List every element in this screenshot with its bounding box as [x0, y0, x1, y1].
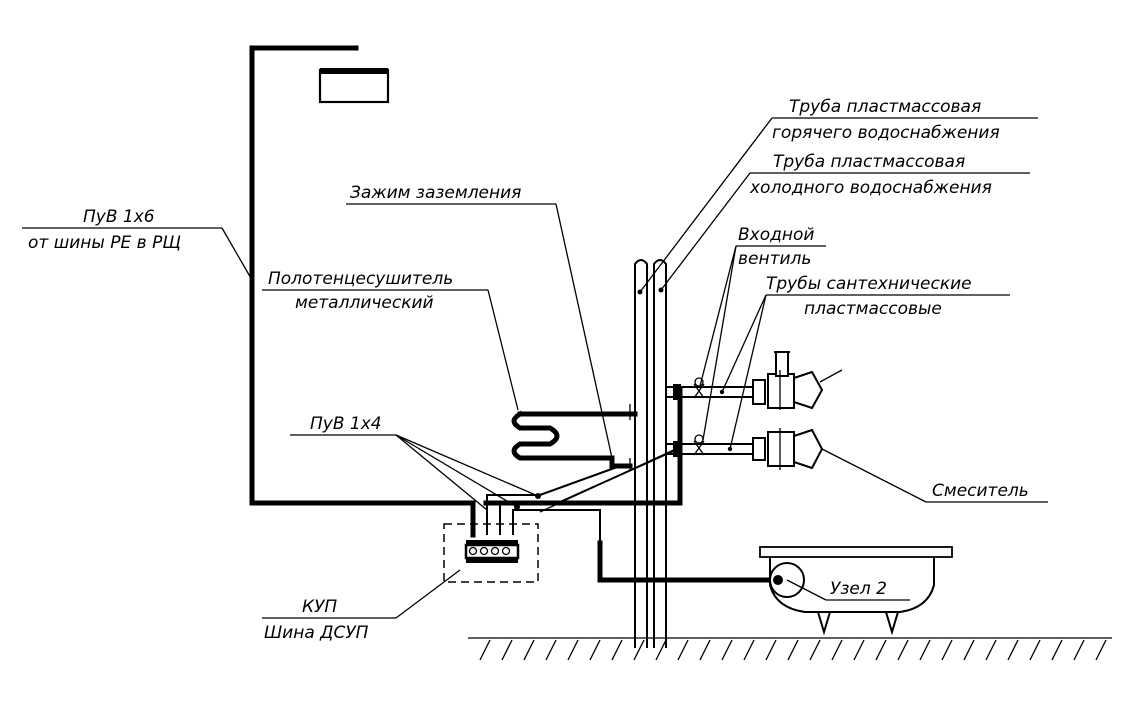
floor-hatch-line — [875, 639, 887, 661]
label-cold-pipe-2: холодного водоснабжения — [749, 178, 992, 198]
mixer-upper — [752, 351, 843, 410]
label-cold-pipe-1: Труба пластмассовая — [773, 152, 965, 172]
label-hot-pipe-1: Труба пластмассовая — [789, 97, 981, 117]
mixer-lower — [752, 428, 824, 470]
floor-hatch-line — [1095, 639, 1107, 661]
floor-hatch-line — [677, 639, 689, 661]
label-mixer: Смеситель — [932, 481, 1029, 501]
floor-hatch-line — [787, 639, 799, 661]
towel-rail — [511, 404, 638, 470]
leader-lines — [22, 117, 1048, 619]
label-hot-pipe-2: горячего водоснабжения — [772, 123, 1000, 143]
floor-hatch-line — [919, 639, 931, 661]
floor-hatch-line — [1029, 639, 1041, 661]
floor-hatch-line — [941, 639, 953, 661]
floor — [468, 637, 1112, 661]
floor-hatch-line — [699, 639, 711, 661]
label-pvb14: ПуВ 1х4 — [310, 414, 382, 434]
floor-hatch-line — [1051, 639, 1063, 661]
kup-box — [443, 523, 539, 583]
floor-hatch-line — [1007, 639, 1019, 661]
floor-hatch-line — [655, 639, 667, 661]
floor-hatch-line — [523, 639, 535, 661]
floor-hatch-line — [721, 639, 733, 661]
floor-hatch-line — [589, 639, 601, 661]
floor-hatch-line — [809, 639, 821, 661]
riser-pipes — [634, 259, 667, 648]
bath-conductor — [597, 540, 781, 583]
pvb14-wires — [486, 446, 681, 545]
label-clamp: Зажим заземления — [350, 183, 521, 203]
floor-hatch-line — [985, 639, 997, 661]
floor-hatch-line — [1073, 639, 1085, 661]
pe-conductor — [249, 45, 476, 538]
floor-hatch-line — [611, 639, 623, 661]
label-plumb-2: пластмассовые — [804, 299, 942, 319]
label-towel-1: Полотенцесушитель — [268, 269, 453, 289]
floor-hatch-line — [633, 639, 645, 661]
floor-hatch-line — [897, 639, 909, 661]
floor-hatch-line — [853, 639, 865, 661]
label-pvb16-1: ПуВ 1х6 — [83, 207, 155, 227]
label-pvb16-2: от шины РЕ в РЩ — [28, 233, 181, 253]
floor-hatch-line — [479, 639, 491, 661]
floor-hatch-line — [765, 639, 777, 661]
floor-hatch-line — [501, 639, 513, 661]
floor-hatch-line — [545, 639, 557, 661]
floor-hatch-line — [743, 639, 755, 661]
label-kup-2: Шина ДСУП — [264, 623, 369, 643]
bathtub — [759, 546, 953, 636]
label-valve-2: вентиль — [738, 249, 811, 269]
ceiling-fixture — [318, 68, 390, 104]
label-valve-1: Входной — [738, 225, 814, 245]
floor-hatch-line — [567, 639, 579, 661]
label-towel-2: металлический — [295, 293, 434, 313]
label-node2: Узел 2 — [830, 579, 887, 599]
floor-hatch-line — [963, 639, 975, 661]
label-kup-1: КУП — [302, 597, 337, 617]
label-plumb-1: Трубы сантехнические — [766, 274, 972, 294]
labels: ПуВ 1х6 от шины РЕ в РЩ Полотенцесушител… — [28, 97, 1029, 643]
floor-hatch-line — [831, 639, 843, 661]
